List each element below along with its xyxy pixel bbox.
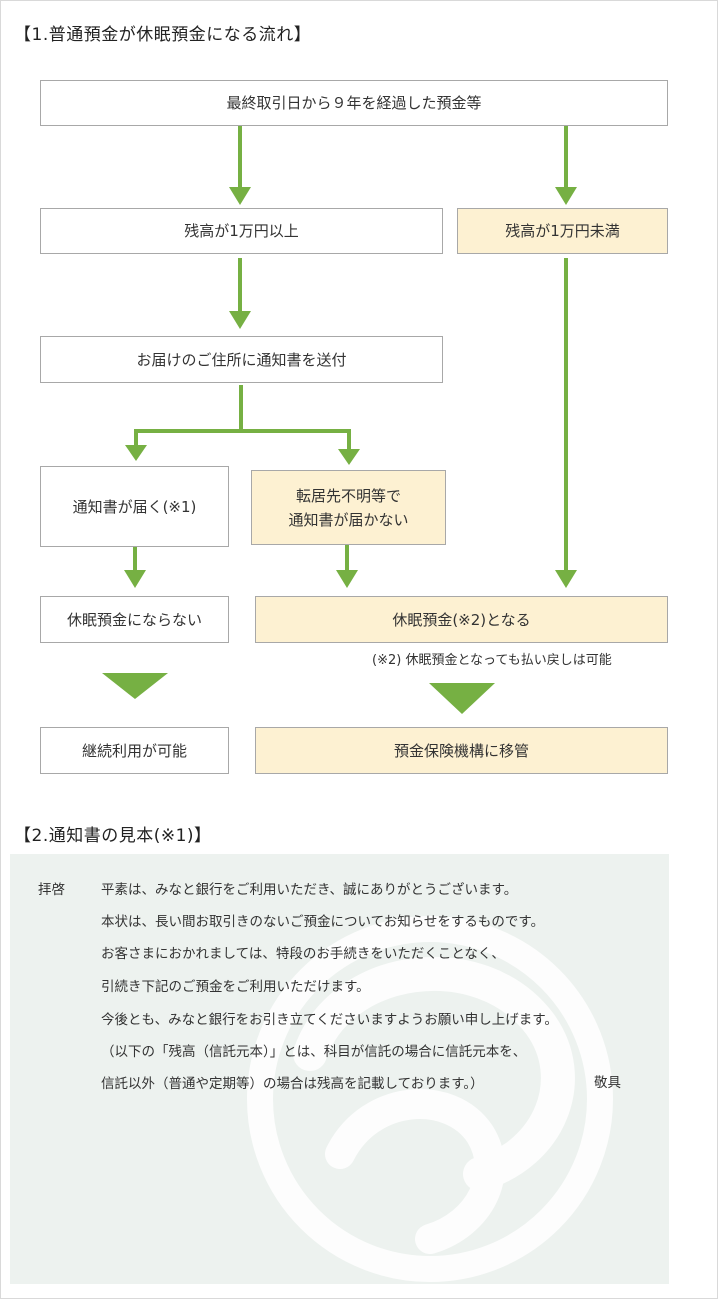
flow-connectors — [102, 126, 577, 714]
arrowhead-not-dormant — [124, 570, 146, 588]
letter-line-7: 信託以外（普通や定期等）の場合は残高を記載しております。） — [101, 1076, 484, 1092]
letter-closing: 敬具 — [594, 1075, 621, 1091]
box-start: 最終取引日から９年を経過した預金等 — [40, 80, 668, 126]
letter-line-6: （以下の「残高（信託元本）」とは、科目が信託の場合に信託元本を、 — [101, 1044, 527, 1060]
watermark-logo — [247, 916, 613, 1282]
notice-sample: 拝啓 平素は、みなと銀行をご利用いただき、誠にありがとうございます。 本状は、長… — [10, 854, 669, 1284]
footnote-dormant: (※2) 休眠預金となっても払い戻しは可能 — [372, 653, 612, 668]
box-notice-arrives: 通知書が届く(※1) — [40, 466, 229, 547]
arrowhead-dormant-mid — [336, 570, 358, 588]
arrowhead-start-left — [229, 187, 251, 205]
arrowhead-dormant-right — [555, 570, 577, 588]
box-continue-use: 継続利用が可能 — [40, 727, 229, 774]
arrowhead-notice — [229, 311, 251, 329]
box-balance-under: 残高が1万円未満 — [457, 208, 668, 254]
section2-heading: 【2.通知書の見本(※1)】 — [14, 826, 212, 846]
arrowhead-not-arrives — [338, 449, 360, 465]
big-triangle-right — [429, 683, 495, 714]
letter-greeting: 拝啓 — [38, 882, 65, 898]
box-becomes-dormant: 休眠預金(※2)となる — [255, 596, 668, 643]
letter-line-4: 引続き下記のご預金をご利用いただけます。 — [101, 979, 370, 995]
box-notice-not-arrives: 転居先不明等で 通知書が届かない — [251, 470, 446, 545]
notice-not-arrives-line1: 転居先不明等で — [295, 486, 401, 505]
arrowhead-arrives — [125, 445, 147, 461]
letter-line-3: お客さまにおかれましては、特段のお手続きをいただくことなく、 — [101, 946, 505, 962]
box-transfer: 預金保険機構に移管 — [255, 727, 668, 774]
box-balance-over: 残高が1万円以上 — [40, 208, 443, 254]
letter-line-5: 今後とも、みなと銀行をお引き立てくださいますようお願い申し上げます。 — [101, 1012, 558, 1028]
box-not-dormant: 休眠預金にならない — [40, 596, 229, 643]
letter-line-1: 平素は、みなと銀行をご利用いただき、誠にありがとうございます。 — [101, 882, 518, 898]
box-notice-sent: お届けのご住所に通知書を送付 — [40, 336, 443, 383]
big-triangle-left — [102, 673, 168, 699]
arrowhead-start-right — [555, 187, 577, 205]
section1-heading: 【1.普通預金が休眠預金になる流れ】 — [14, 25, 312, 45]
notice-not-arrives-line2: 通知書が届かない — [288, 510, 409, 529]
letter-line-2: 本状は、長い間お取引きのないご預金についてお知らせをするものです。 — [101, 914, 545, 930]
